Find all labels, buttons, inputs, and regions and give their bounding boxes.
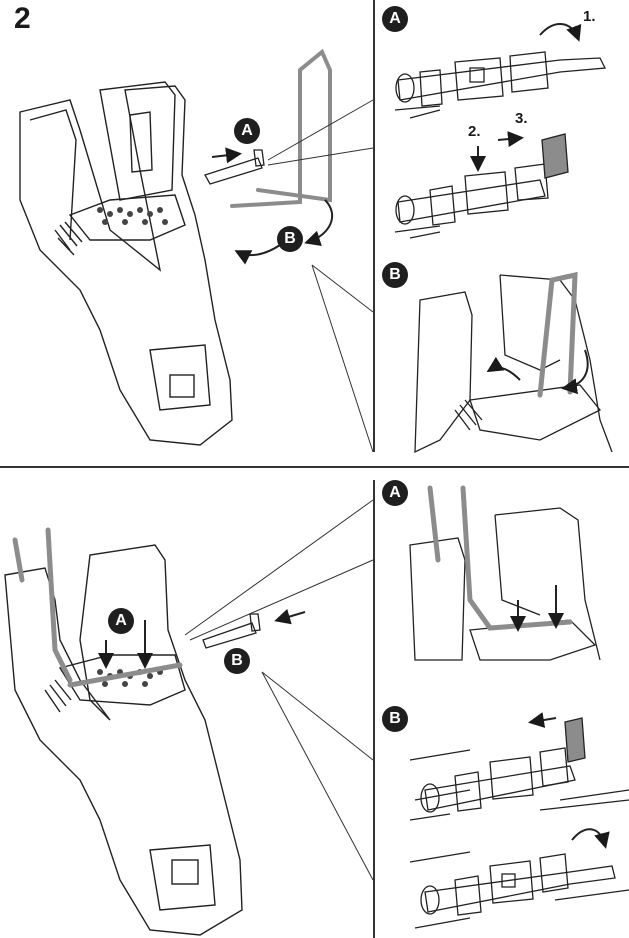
callout-b-bottom-left: B [224,648,250,674]
rods-bottom [12,527,183,688]
callout-a-top-left: A [234,118,260,144]
detail-a-step2 [394,133,569,239]
rotate-arrow-right [304,199,334,246]
rotate-arrow-detail-a [539,23,582,42]
rotate-arrow-b2 [561,349,589,395]
callout-a-bottom-left: A [108,608,134,634]
panel-divider-vertical-bottom [373,480,375,938]
rotate-arrow-b1 [486,356,521,381]
leader-lines-top [267,99,374,453]
panel-divider-vertical-top [373,0,375,452]
rotate-arrow-detail-b [571,828,610,849]
detail-b-seat [414,274,613,454]
insert-arrow-bottom [274,608,306,625]
seat-detail-top [97,207,168,225]
pin-part-top [204,149,265,185]
callout-a-top-right: A [382,6,408,32]
callout-b-top-right: B [382,262,408,288]
rotate-arrow-left [234,244,281,265]
sequence-2: 2. [468,123,481,140]
pin-part-bottom [202,613,261,649]
callout-b-bottom-right: B [382,706,408,732]
seat-shell-bottom [4,544,243,936]
detail-a-step1 [394,51,607,119]
detail-a-bottom-seat [409,507,601,661]
detail-b-bottom-step1 [409,717,629,821]
pull-arrow [528,712,557,728]
seat-shell-top [19,81,233,446]
detail-a-bottom-rods [427,485,573,631]
sequence-1: 1. [583,8,596,25]
rod-top [230,48,332,208]
detail-b-bottom-step2 [409,851,629,929]
callout-b-top-left: B [277,226,303,252]
leader-lines-bottom [184,499,374,881]
slide-arrow [497,131,524,148]
step-number: 2 [14,2,31,35]
sequence-3: 3. [515,110,528,127]
insert-arrow-top [211,147,242,164]
detail-b-rod [537,271,578,398]
section-divider-horizontal [0,466,629,468]
callout-a-bottom-right: A [382,480,408,506]
